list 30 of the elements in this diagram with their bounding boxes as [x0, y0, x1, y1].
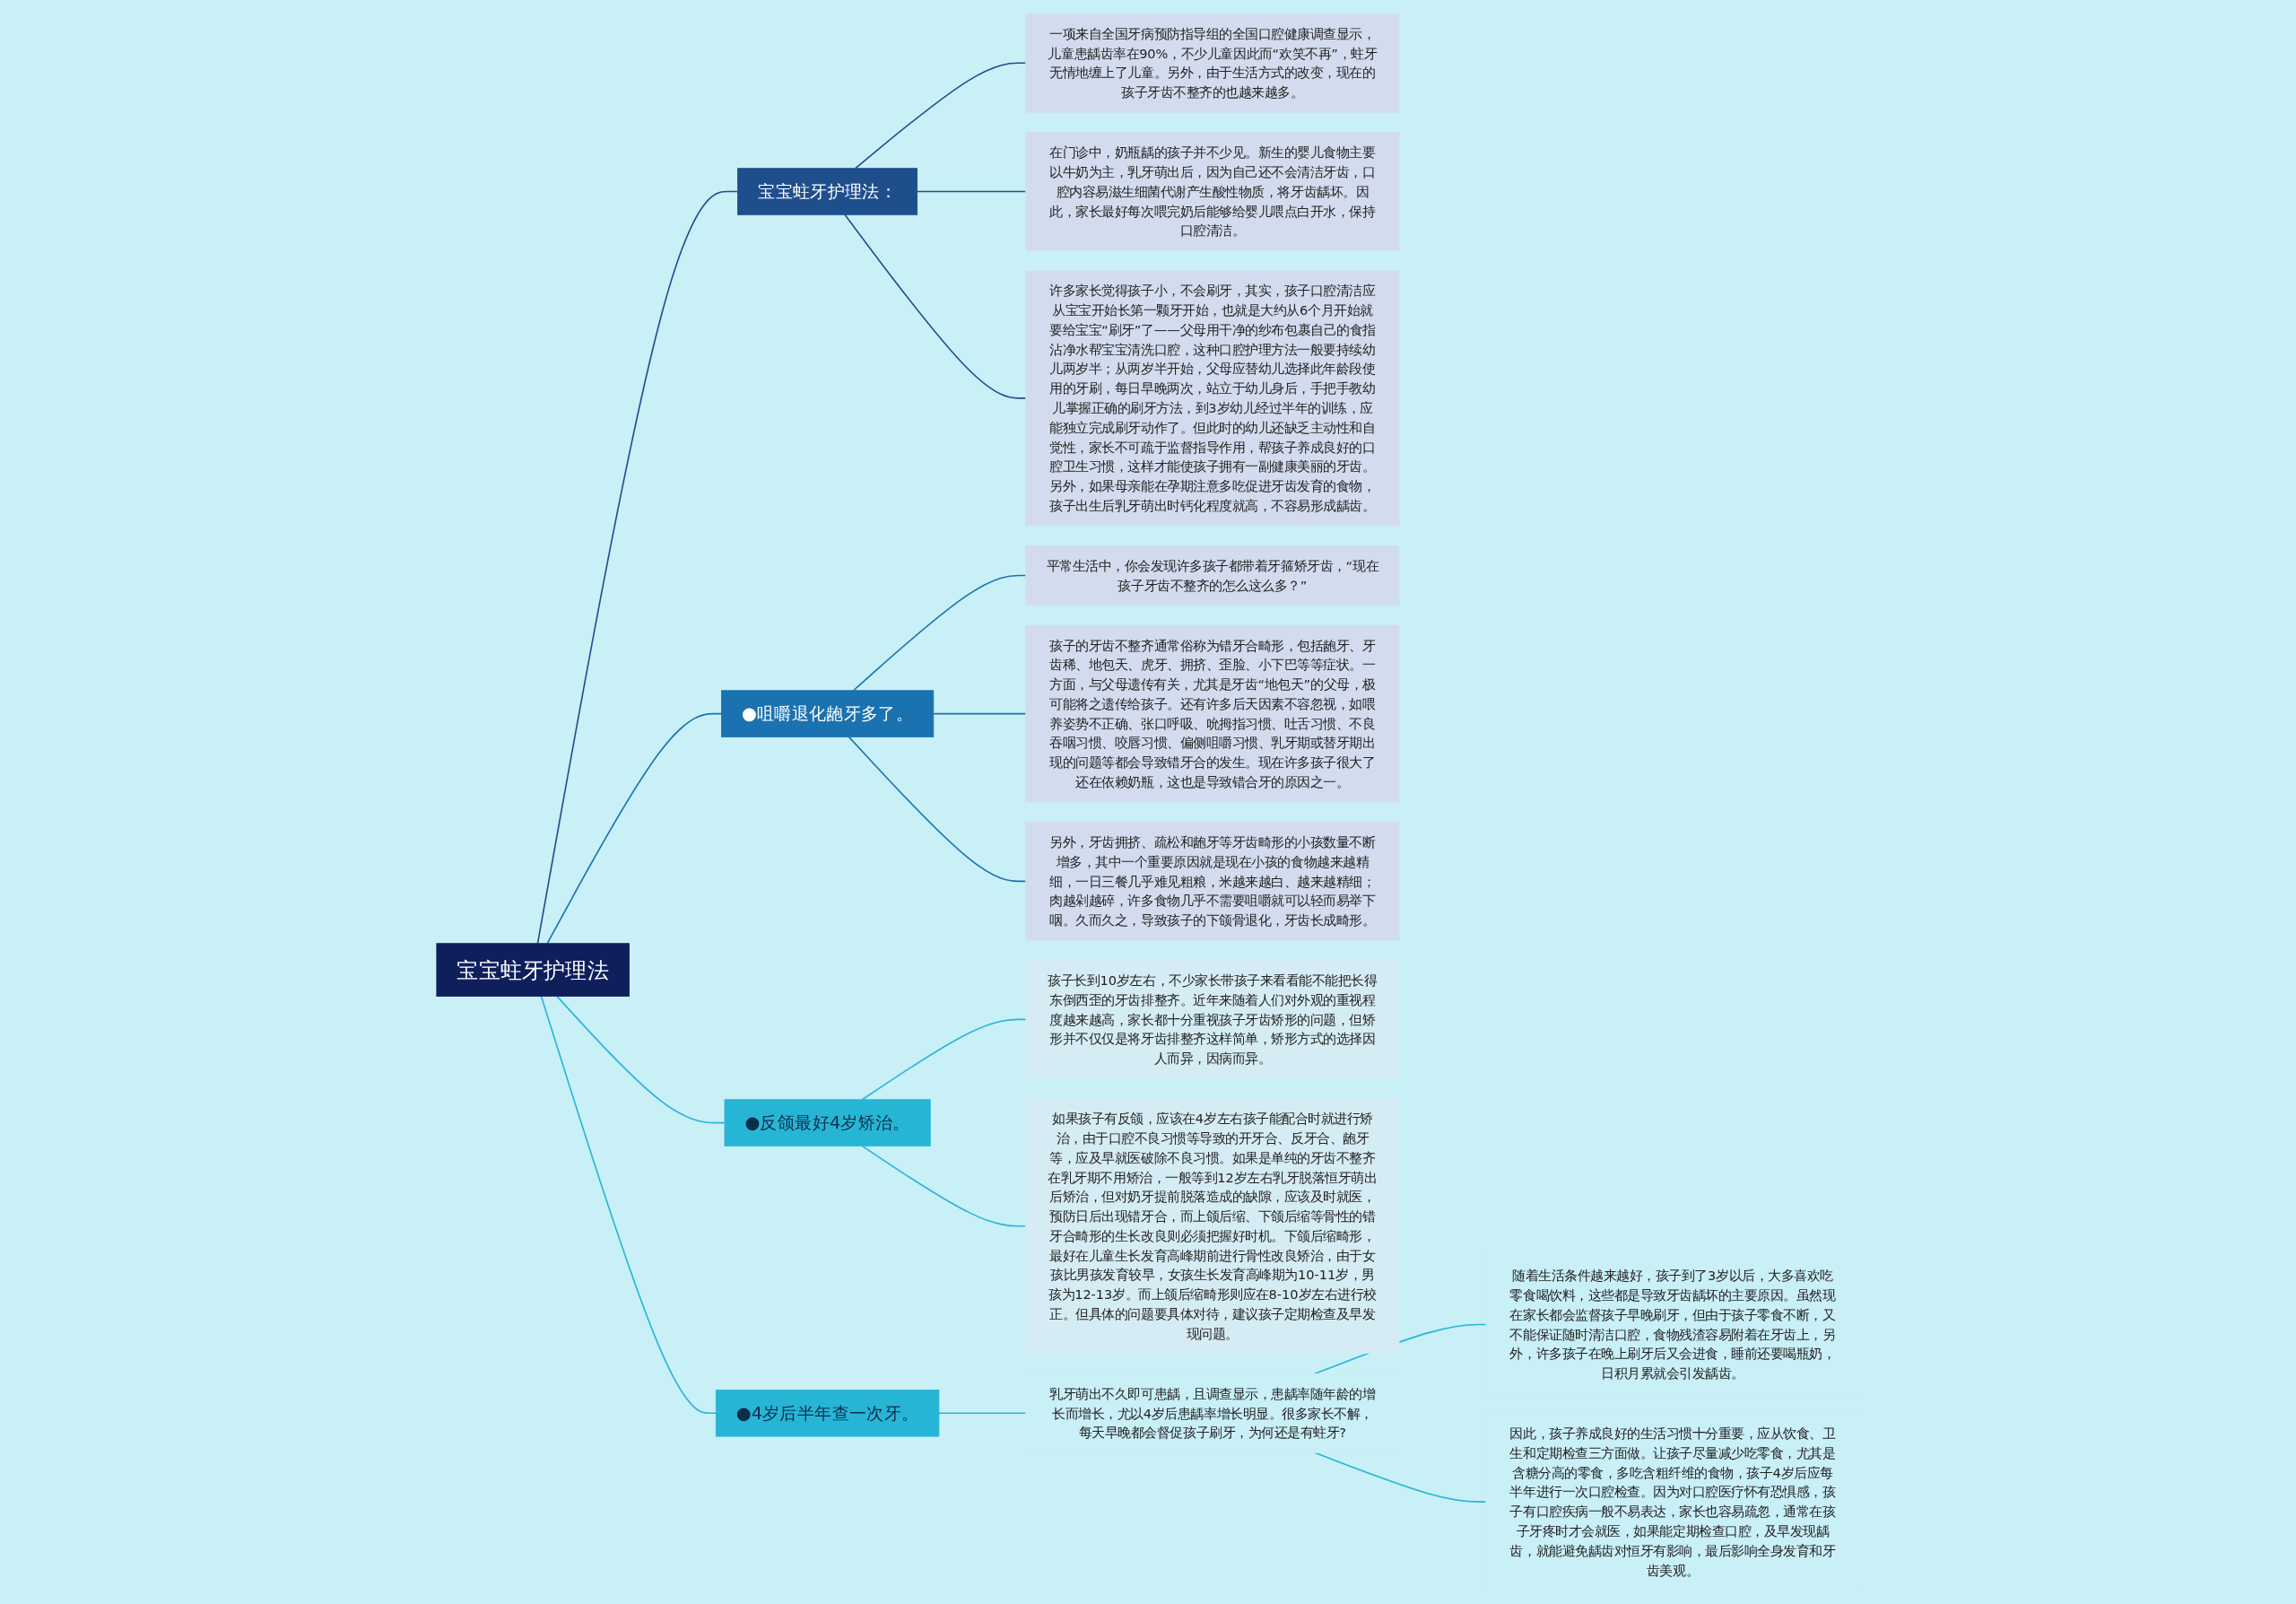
node-box: 另外，牙齿拥挤、疏松和龅牙等牙齿畸形的小孩数量不断增多，其中一个重要原因就是现在小孩的食物越来越精细，一日三餐几乎难见粗粮，米越来越白、越来越精细；肉越剁越碎，许多食物几乎不需要咀嚼就可以轻而易举下咽。久而久之，导致孩子的下颌骨退化，牙齿长成畸形。 [1025, 822, 1400, 941]
node-box: ●咀嚼退化龅牙多了。 [721, 690, 935, 737]
node-text: 因此，孩子养成良好的生活习惯十分重要，应从饮食、卫生和定期检查三方面做。让孩子尽量减少吃零食，尤其是含糖分高的零食，多吃含粗纤维的食物，孩子4岁后应每半年进行一次口腔检查。因为对口腔医疗怀有恐惧感，孩子有口腔疾病一般不易表达，家长也容易疏忽，通常在孩子牙疼时才会就医，如果能定期检查口腔，及早发现龋齿，就能避免龋齿对恒牙有影响，最后影响全身发育和牙齿美观。 [1509, 1425, 1836, 1578]
connector [556, 995, 726, 1124]
connector [938, 1412, 1027, 1415]
connector [844, 214, 1027, 399]
node-box: ●反颌最好4岁矫治。 [724, 1099, 931, 1146]
node-box: 许多家长觉得孩子小，不会刷牙，其实，孩子口腔清洁应从宝宝开始长第一颗牙开始，也就是大约从6个月开始就要给宝宝“刷牙”了——父母用干净的纱布包裹自己的食指沾净水帮宝宝清洗口腔，这种口腔护理方法一般要持续幼儿两岁半；从两岁半开始，父母应替幼儿选择此年龄段使用的牙刷，每日早晚两次，站立于幼儿身后，手把手教幼儿掌握正确的刷牙方法，到3岁幼儿经过半年的训练，应能独立完成刷牙动作了。但此时的幼儿还缺乏主动性和自觉性，家长不可疏于监督指导作用，帮孩子养成良好的口腔卫生习惯，这样才能使孩子拥有一副健康美丽的牙齿。另外，如果母亲能在孕期注意多吃促进牙齿发育的食物，孩子出生后乳牙萌出时钙化程度就高，不容易形成龋齿。 [1025, 270, 1400, 527]
node-text: 乳牙萌出不久即可患龋，且调查显示，患龋率随年龄的增长而增长，尤以4岁后患龋率增长明显。很多家长不解，每天早晚都会督促孩子刷牙，为何还是有蛀牙? [1049, 1386, 1376, 1441]
connector [916, 190, 1027, 193]
connector [536, 190, 739, 945]
node-box: 在门诊中，奶瓶龋的孩子并不少见。新生的婴儿食物主要以牛奶为主，乳牙萌出后，因为自己还不会清洁牙齿，口腔内容易滋生细菌代谢产生酸性物质，将牙齿龋坏。因此，家长最好每次喂完奶后能够给婴儿喂点白开水，保持口腔清洁。 [1025, 132, 1400, 251]
node-text: 随着生活条件越来越好，孩子到了3岁以后，大多喜欢吃零食喝饮料，这些都是导致牙齿龋坏的主要原因。虽然现在家长都会监督孩子早晚刷牙，但由于孩子零食不断，又不能保证随时清洁口腔，食物残渣容易附着在牙齿上，另外，许多孩子在晚上刷牙后又会进食，睡前还要喝瓶奶，日积月累就会引发龋齿。 [1509, 1268, 1836, 1382]
connector [546, 712, 723, 945]
node-box: 如果孩子有反颌，应该在4岁左右孩子能配合时就进行矫治，由于口腔不良习惯等导致的开牙合、反牙合、龅牙等，应及早就医破除不良习惯。如果是单纯的牙齿不整齐在乳牙期不用矫治，一般等到12岁左右乳牙脱落恒牙萌出后矫治，但对奶牙提前脱落造成的缺隙，应该及时就医，预防日后出现错牙合，而上颌后缩、下颌后缩等骨性的错牙合畸形的生长改良则必须把握好时机。下颌后缩畸形，最好在儿童生长发育高峰期前进行骨性改良矫治，由于女孩比男孩发育较早，女孩生长发育高峰期为10-11岁，男孩为12-13岁。而上颌后缩畸形则应在8-10岁左右进行校正。但具体的问题要具体对待，建议孩子定期检查及早发现问题。 [1025, 1098, 1400, 1355]
connector [932, 712, 1027, 715]
node-box: 宝宝蛀牙护理法： [737, 168, 918, 215]
node-box: ●4岁后半年查一次牙。 [715, 1390, 940, 1437]
connector [861, 1018, 1027, 1101]
node-box: 一项来自全国牙病预防指导组的全国口腔健康调查显示，儿童患龋齿率在90%，不少儿童因此而“欢笑不再”，蛀牙无情地缠上了儿童。另外，由于生活方式的改变，现在的孩子牙齿不整齐的也越来越多。 [1025, 13, 1400, 113]
connector [540, 995, 718, 1415]
node-box: 孩子长到10岁左右，不少家长带孩子来看看能不能把长得东倒西歪的牙齿排整齐。近年来随着人们对外观的重视程度越来越高，家长都十分重视孩子牙齿矫形的问题，但矫形并不仅仅是将牙齿排整齐这样简单，矫形方式的选择因人而异，因病而异。 [1025, 960, 1400, 1079]
node-box: 宝宝蛀牙护理法 [436, 943, 630, 997]
connector [1314, 1451, 1487, 1503]
connector [854, 62, 1027, 170]
connector [848, 736, 1027, 883]
node-box: 平常生活中，你会发现许多孩子都带着牙箍矫牙齿，“现在孩子牙齿不整齐的怎么这么多？” [1025, 545, 1400, 606]
connector [861, 1145, 1027, 1227]
node-box: 孩子的牙齿不整齐通常俗称为错牙合畸形，包括龅牙、牙齿稀、地包天、虎牙、拥挤、歪脸、小下巴等等症状。一方面，与父母遗传有关，尤其是牙齿“地包天”的父母，极可能将之遗传给孩子。还有许多后天因素不容忽视，如喂养姿势不正确、张口呼吸、吮拇指习惯、吐舌习惯、不良吞咽习惯、咬唇习惯、偏侧咀嚼习惯、乳牙期或替牙期出现的问题等都会导致错牙合的发生。现在许多孩子很大了还在依赖奶瓶，这也是导致错合牙的原因之一。 [1025, 624, 1400, 803]
connector [852, 574, 1027, 692]
